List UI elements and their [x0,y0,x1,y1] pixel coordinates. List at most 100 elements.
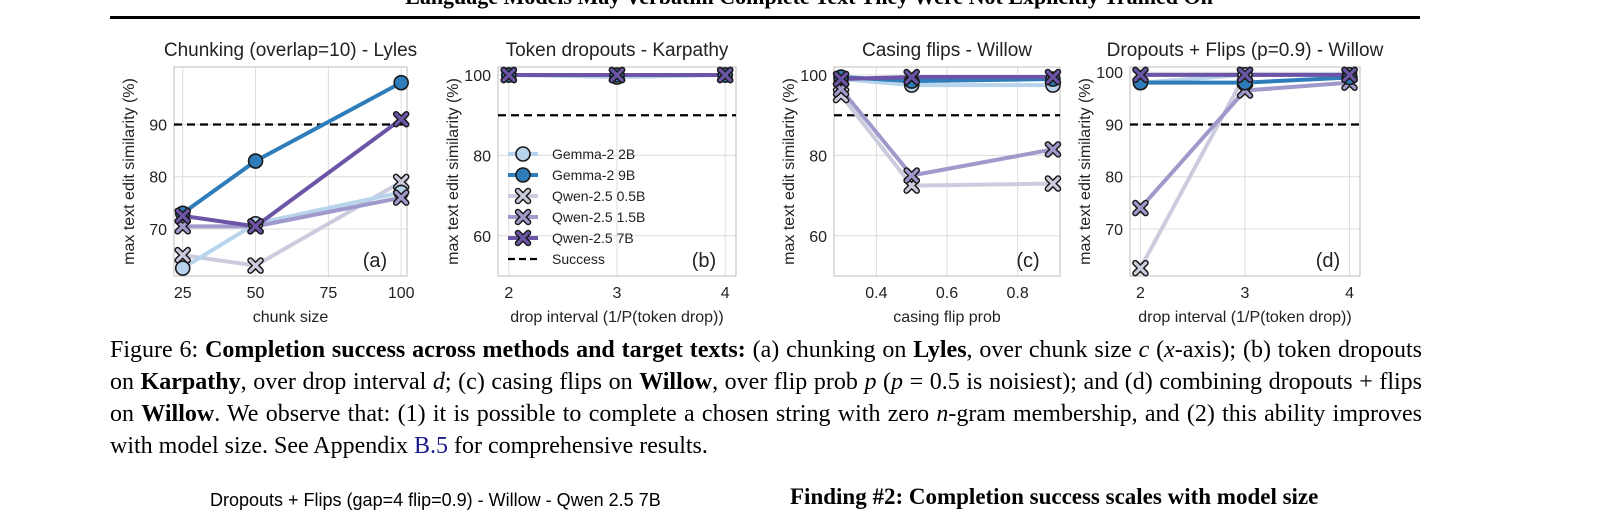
plot-frame [497,66,737,277]
data-point-qwen-2-5-7b [608,66,626,84]
x-tick-label: 3 [1241,285,1250,302]
y-tick-label: 100 [1096,65,1123,82]
data-point-qwen-2-5-7b-fill [610,68,624,82]
data-point-qwen-2-5-7b-fill [718,68,732,82]
caption-text: -gram membership, and (2) this ability i… [110,401,1423,459]
data-point-qwen-2-5-7b-fill [834,72,848,86]
chart-panel-1 [173,66,410,277]
series-line-qwen-2-5-7b [182,117,403,229]
data-point-qwen-2-5-7b [903,68,920,86]
data-point-qwen-2-5-1-5b-fill [1046,142,1060,157]
y-axis-label: max text edit similarity (%) [445,78,462,265]
data-point-qwen-2-5-7b-fill [1133,68,1148,82]
x-axis-label: casing flip prob [893,309,1001,326]
caption-text: , over drop interval [240,369,433,395]
x-tick-label: 3 [613,285,622,302]
y-tick-label: 100 [464,68,491,85]
caption-var-d: d [432,369,445,395]
caption-text: ( [1149,337,1165,363]
data-point-qwen-2-5-7b-fill [248,219,263,234]
caption-var-p: p [864,369,877,395]
caption-lyles: Lyles [913,337,967,363]
x-tick-label: 4 [721,285,730,302]
legend-marker-fill [516,210,530,224]
caption-text: = 0.5 is noisiest); and (d) combining dr… [110,369,1422,427]
x-axis-label: drop interval (1/P(token drop)) [510,309,723,326]
y-tick-label: 80 [473,148,491,165]
x-axis-label: drop interval (1/P(token drop)) [1138,309,1351,326]
data-point-qwen-2-5-7b [1044,68,1062,86]
legend-marker [515,146,531,162]
data-point-qwen-2-5-1-5b-fill [904,168,919,183]
data-point-qwen-2-5-0-5b [1132,259,1149,277]
data-point-gemma-2-9b [393,74,409,91]
header-rule [110,16,1420,19]
x-tick-label: 0.4 [865,285,887,302]
x-tick-label: 75 [319,285,337,302]
panel-label: (b) [692,250,716,272]
data-point-qwen-2-5-7b-fill [175,209,190,223]
data-point-qwen-2-5-1-5b-fill [394,190,408,205]
data-point-qwen-2-5-7b-fill [1342,68,1357,82]
x-tick-label: 25 [174,285,192,302]
y-tick-label: 70 [1105,222,1123,239]
legend-marker-fill [516,231,530,245]
caption-text: , over chunk size [966,337,1139,363]
legend-label: Gemma-2 2B [552,146,635,162]
plot-frame [173,66,408,277]
y-tick-label: 90 [149,117,167,134]
chart-title: Casing flips - Willow [862,40,1032,61]
y-tick-label: 90 [1105,117,1123,134]
data-point-qwen-2-5-7b-fill [904,70,919,84]
data-point-qwen-2-5-7b [247,218,264,235]
caption-willow: Willow [141,401,215,427]
y-tick-label: 60 [809,229,827,246]
y-tick-label: 80 [149,170,167,187]
series-line-gemma-2-9b [181,80,403,215]
data-point-qwen-2-5-7b-fill [1046,70,1060,84]
legend-marker [514,229,532,247]
legend-label: Qwen-2.5 7B [552,230,634,246]
plot-frame [1129,66,1361,277]
data-point-gemma-2-2b [174,260,191,276]
data-point-qwen-2-5-7b-fill [394,112,408,127]
panel-label: (d) [1316,250,1340,272]
caption-lead: Completion success across methods and ta… [205,337,746,363]
data-point-qwen-2-5-7b-fill [1238,68,1252,82]
series-line-qwen-2-5-7b [841,75,1053,82]
data-point-qwen-2-5-0-5b-fill [1046,176,1060,191]
y-tick-label: 100 [800,68,827,85]
chart-title: Dropouts + Flips (p=0.9) - Willow [1107,40,1384,61]
data-point-gemma-2-9b [247,153,264,169]
caption-willow: Willow [639,369,713,395]
y-tick-label: 80 [809,148,827,165]
caption-text: ( [876,369,892,395]
data-point-qwen-2-5-7b [832,70,850,88]
data-point-qwen-2-5-7b [1236,66,1254,84]
caption-text: , over flip prob [712,369,865,395]
chart-panel-4 [1129,66,1361,277]
y-axis-label: max text edit similarity (%) [121,78,138,265]
appendix-link[interactable]: B.5 [413,433,448,459]
legend-marker [514,208,532,226]
caption-var-n: n [936,401,949,427]
x-tick-label: 100 [388,285,415,302]
next-figure-title: Dropouts + Flips (gap=4 flip=0.9) - Will… [210,490,661,510]
data-point-qwen-2-5-1-5b [903,167,920,184]
caption-text: for comprehensive results. [447,433,708,459]
caption-var-p: p [891,369,904,395]
data-point-qwen-2-5-7b [174,207,192,225]
data-point-qwen-2-5-0-5b-fill [175,248,190,262]
y-axis-label: max text edit similarity (%) [1077,78,1094,265]
data-point-qwen-2-5-1-5b [1044,141,1062,158]
caption-var-c: c [1138,337,1150,363]
data-point-qwen-2-5-7b [392,110,410,128]
x-tick-label: 50 [247,285,265,302]
y-axis-label: max text edit similarity (%) [781,78,798,265]
data-point-qwen-2-5-0-5b [247,257,264,274]
data-point-qwen-2-5-7b [500,66,518,84]
data-point-qwen-2-5-0-5b-fill [1133,261,1148,275]
figure-caption: Figure 6: Completion success across meth… [110,334,1422,462]
legend-marker [514,187,532,205]
